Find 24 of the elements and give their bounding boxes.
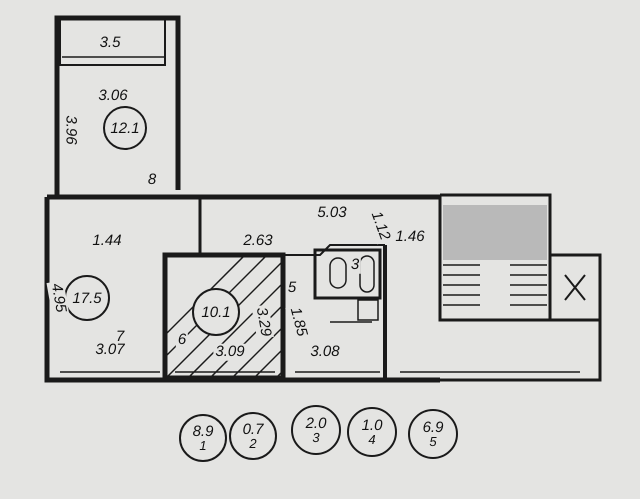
area-value: 1.0	[362, 418, 382, 433]
room-area-circle	[179, 414, 227, 462]
room-area-circle	[291, 405, 341, 455]
dimension-label: 3.29	[252, 304, 274, 340]
room-area-circle	[408, 409, 458, 459]
area-value: 5	[429, 435, 437, 448]
area-value: 6.9	[422, 420, 444, 435]
dimension-label: 3	[348, 256, 362, 274]
area-value: 17.5	[72, 290, 102, 306]
dimension-label: 3.09	[213, 344, 247, 360]
area-value: 1	[199, 439, 207, 452]
room-area-circle	[229, 412, 277, 460]
room-area-circle	[103, 106, 147, 150]
area-value: 2	[249, 437, 257, 450]
area-value: 2.0	[306, 416, 326, 431]
area-value: 12.1	[110, 120, 140, 136]
area-value: 8.9	[192, 424, 214, 439]
area-value: 4	[368, 433, 376, 446]
dimension-label: 6	[176, 332, 188, 348]
area-value: 0.7	[242, 422, 264, 437]
area-value: 10.1	[201, 304, 231, 320]
area-value: 3	[312, 431, 320, 444]
room-area-circle	[347, 407, 397, 457]
room-area-circle	[192, 288, 240, 336]
